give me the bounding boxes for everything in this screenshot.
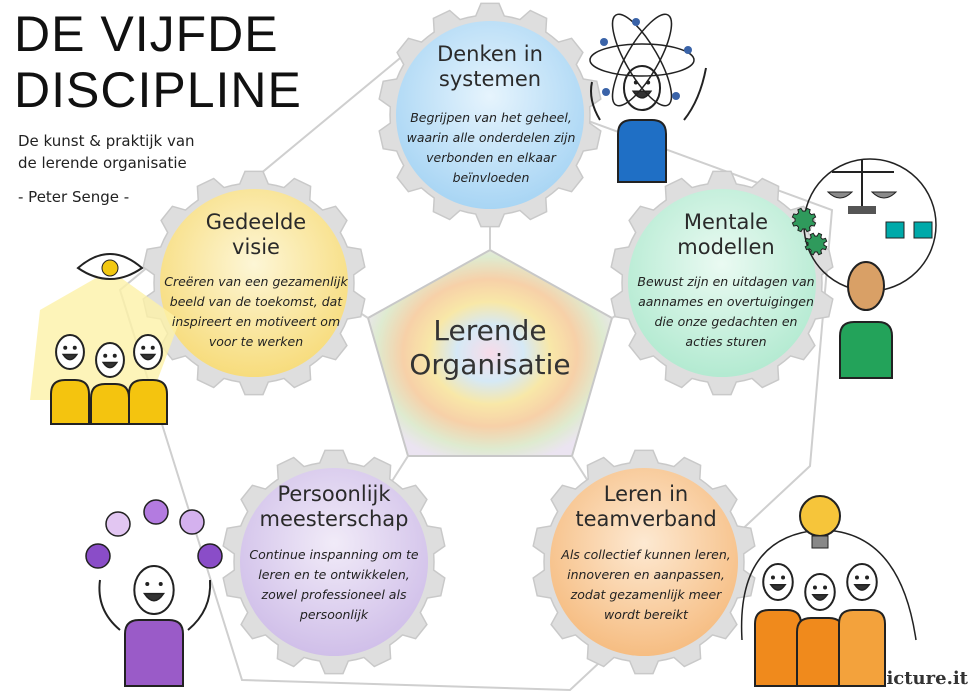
thinking-person-illustration — [791, 158, 937, 379]
discipline-title-line: teamverband — [575, 507, 717, 531]
desc-line: innoveren en aanpassen, — [567, 567, 725, 582]
desc-line: Bewust zijn en uitdagen van — [637, 274, 815, 289]
team-illustration — [740, 495, 917, 687]
scales-icon — [826, 160, 898, 214]
desc-line: zodat gezamenlijk meer — [570, 587, 722, 602]
desc-line: verbonden en elkaar — [426, 150, 556, 165]
discipline-title-shared-vision: Gedeelde visie — [166, 210, 346, 260]
brand-logo: icture.it — [886, 668, 968, 689]
desc-line: inspireert en motiveert om — [171, 314, 341, 329]
gear-face — [160, 189, 348, 377]
discipline-desc-mental-models: Bewust zijn en uitdagen van aannames en … — [626, 272, 826, 352]
desc-line: zowel professioneel als — [261, 587, 407, 602]
handshake-icon — [885, 221, 933, 239]
gear-face — [240, 468, 428, 656]
gear-face — [550, 468, 738, 656]
discipline-title-line: Gedeelde — [205, 210, 307, 234]
discipline-title-line: visie — [232, 235, 280, 259]
discipline-desc-shared-vision: Creëren van een gezamenlijk beeld van de… — [156, 272, 356, 352]
discipline-title-line: meesterschap — [259, 507, 409, 531]
shared-vision-illustration — [30, 253, 180, 425]
desc-line: Creëren van een gezamenlijk — [164, 274, 348, 289]
page-title: DE VIJFDE DISCIPLINE — [14, 6, 334, 118]
discipline-title-line: Persoonlijk — [277, 482, 391, 506]
discipline-title-line: modellen — [677, 235, 775, 259]
gear-personal-mastery — [222, 449, 446, 675]
title-line-1: DE VIJFDE — [14, 6, 279, 62]
gear-team-learning — [532, 449, 756, 675]
gear-mental-models — [610, 170, 834, 396]
discipline-title-line: systemen — [438, 67, 542, 91]
lightbulb-icon — [799, 495, 841, 549]
desc-line: wordt bereikt — [604, 607, 688, 622]
discipline-title-mental-models: Mentale modellen — [636, 210, 816, 260]
center-line-1: Lerende — [433, 314, 547, 347]
discipline-desc-personal-mastery: Continue inspanning om te leren en te on… — [236, 545, 432, 625]
discipline-title-line: Denken in — [437, 42, 543, 66]
desc-line: beeld van de toekomst, dat — [169, 294, 343, 309]
inner-pentagon — [366, 248, 614, 457]
discipline-title-line: Leren in — [603, 482, 689, 506]
discipline-title-personal-mastery: Persoonlijk meesterschap — [244, 482, 424, 532]
desc-line: persoonlijk — [299, 607, 369, 622]
discipline-title-systems: Denken in systemen — [400, 42, 580, 92]
discipline-title-team-learning: Leren in teamverband — [556, 482, 736, 532]
discipline-desc-team-learning: Als collectief kunnen leren, innoveren e… — [548, 545, 744, 625]
eye-icon — [76, 253, 144, 280]
desc-line: voor te werken — [208, 334, 304, 349]
gear-face — [628, 189, 816, 377]
gear-face — [396, 21, 584, 209]
desc-line: acties sturen — [685, 334, 767, 349]
cogs-icon — [791, 207, 828, 256]
juggling-balls-icon — [85, 499, 223, 569]
desc-line: Continue inspanning om te — [249, 547, 419, 562]
title-line-2: DISCIPLINE — [14, 62, 302, 118]
desc-line: waarin alle onderdelen zijn — [406, 130, 576, 145]
gear-systems — [378, 2, 602, 228]
center-line-2: Organisatie — [409, 348, 571, 381]
desc-line: leren en te ontwikkelen, — [258, 567, 410, 582]
page-subtitle: De kunst & praktijk van de lerende organ… — [18, 132, 195, 172]
desc-line: Als collectief kunnen leren, — [561, 547, 731, 562]
atom-icon — [589, 13, 695, 107]
page-author: - Peter Senge - — [18, 188, 130, 206]
gear-shared-vision — [142, 170, 366, 396]
discipline-title-line: Mentale — [683, 210, 769, 234]
juggler-illustration — [85, 499, 223, 687]
center-label: Lerende Organisatie — [380, 314, 600, 382]
atom-person-illustration — [589, 13, 707, 183]
desc-line: beïnvloeden — [452, 170, 530, 185]
discipline-desc-systems: Begrijpen van het geheel, waarin alle on… — [396, 108, 586, 188]
desc-line: die onze gedachten en — [654, 314, 798, 329]
desc-line: aannames en overtuigingen — [638, 294, 814, 309]
desc-line: Begrijpen van het geheel, — [410, 110, 572, 125]
